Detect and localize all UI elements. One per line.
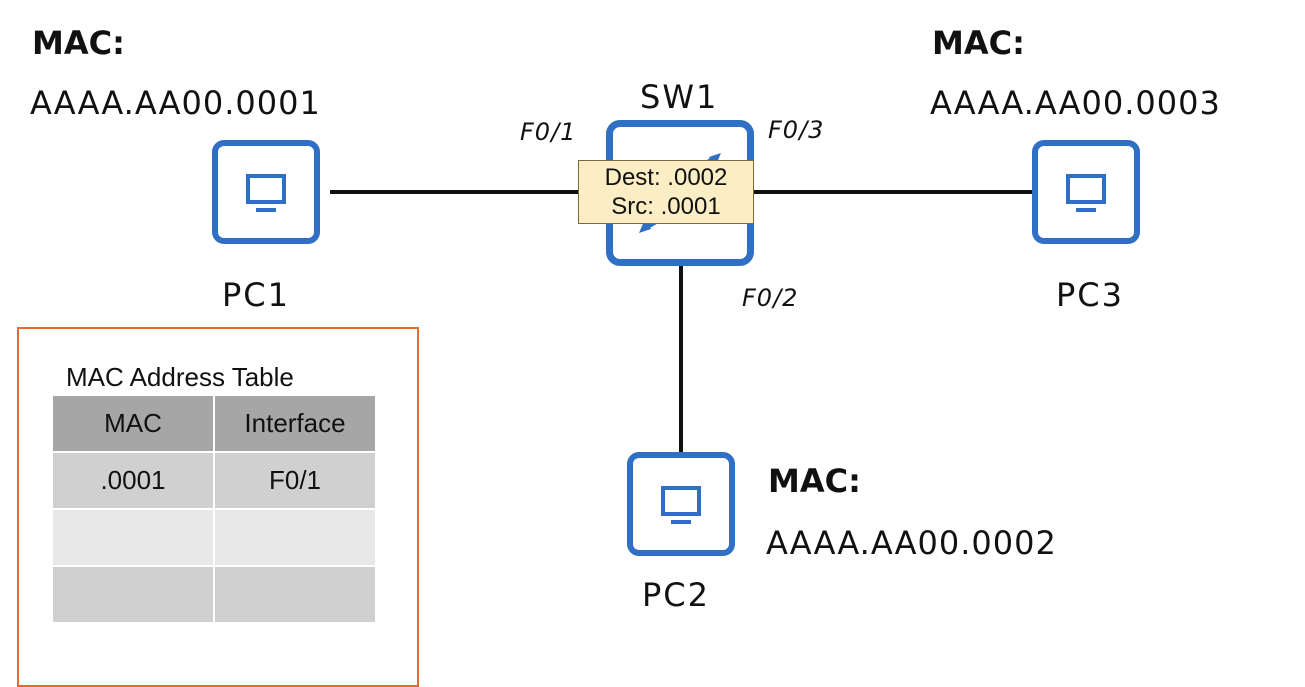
- pc2-mac-label: MAC:: [768, 462, 861, 500]
- switch-label: SW1: [640, 78, 719, 116]
- pc3-label: PC3: [1056, 276, 1124, 314]
- pc1-device[interactable]: [212, 140, 320, 244]
- pc3-mac-address: AAAA.AA00.0003: [930, 84, 1221, 122]
- pc1-label: PC1: [222, 276, 290, 314]
- pc3-mac-label: MAC:: [932, 24, 1025, 62]
- table-row: [53, 509, 377, 567]
- mac-table-title: MAC Address Table: [66, 362, 294, 392]
- port-label-f02: F0/2: [742, 284, 799, 312]
- table-cell-interface: F0/1: [214, 452, 377, 510]
- table-row: [53, 566, 377, 624]
- port-label-f03: F0/3: [768, 116, 825, 144]
- pc3-device[interactable]: [1032, 140, 1140, 244]
- computer-icon: [661, 486, 701, 524]
- mac-address-table: MAC Interface .0001 F0/1: [53, 396, 377, 624]
- table-header-mac: MAC: [53, 396, 215, 453]
- pc2-device[interactable]: [627, 452, 735, 556]
- pc1-mac-label: MAC:: [32, 24, 125, 62]
- table-header-row: MAC Interface: [53, 396, 377, 453]
- table-cell-mac: [53, 566, 215, 624]
- computer-icon: [246, 174, 286, 212]
- frame-src: Src: .0001: [611, 193, 721, 220]
- table-cell-interface: [214, 566, 377, 624]
- frame-header-box: Dest: .0002 Src: .0001: [578, 160, 754, 224]
- table-cell-mac: [53, 509, 215, 567]
- table-cell-interface: [214, 509, 377, 567]
- port-label-f01: F0/1: [520, 118, 577, 146]
- pc2-mac-address: AAAA.AA00.0002: [766, 524, 1057, 562]
- pc1-mac-address: AAAA.AA00.0001: [30, 84, 321, 122]
- computer-icon: [1066, 174, 1106, 212]
- pc2-label: PC2: [642, 576, 710, 614]
- table-header-interface: Interface: [214, 396, 377, 453]
- table-cell-mac: .0001: [53, 452, 215, 510]
- table-row: .0001 F0/1: [53, 452, 377, 510]
- frame-dest: Dest: .0002: [604, 164, 728, 191]
- network-links: [330, 190, 1032, 452]
